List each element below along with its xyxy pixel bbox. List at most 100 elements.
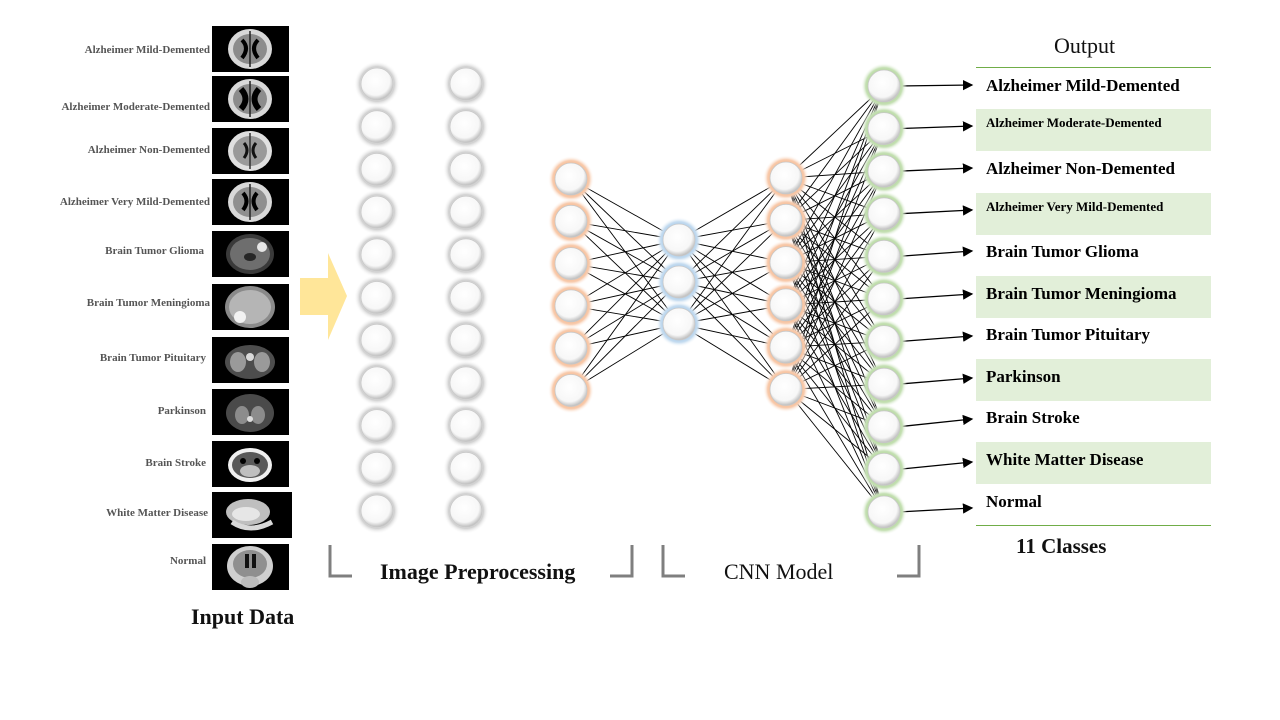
preprocessing-node: [443, 359, 489, 406]
output-bottom-rule: [976, 525, 1211, 526]
output-arrow: [897, 373, 974, 385]
output-arrow: [897, 503, 974, 514]
connection-line: [785, 389, 885, 513]
cnn-node-orange: [763, 155, 809, 201]
brain-mri-tumor-icon: [212, 231, 289, 277]
output-class-row: Alzheimer Non-Demented: [976, 151, 1211, 193]
preprocessing-node: [354, 359, 400, 406]
output-arrow: [897, 121, 974, 132]
brain-mri-axial-icon: [212, 389, 289, 435]
input-label: Brain Tumor Glioma: [105, 245, 204, 257]
output-class-label: Alzheimer Very Mild-Demented: [986, 199, 1164, 214]
preprocessing-label: Image Preprocessing: [380, 559, 576, 584]
output-class-row: Normal: [976, 484, 1211, 526]
connection-line: [785, 85, 885, 221]
input-label: Brain Tumor Meningioma: [86, 297, 210, 309]
output-class-row: Brain Tumor Pituitary: [976, 317, 1211, 359]
output-class-label: Alzheimer Mild-Demented: [986, 76, 1180, 95]
cnn-node-blue: [656, 259, 702, 305]
brain-mri-axial-icon: [212, 179, 289, 225]
output-class-label: Brain Stroke: [986, 408, 1080, 427]
cnn-node-orange: [548, 240, 594, 287]
brain-mri-axial-icon: [212, 76, 289, 122]
input-label: Alzheimer Mild-Demented: [84, 44, 210, 56]
cnn-node-orange: [548, 282, 594, 329]
input-data-title: Input Data: [191, 604, 295, 629]
output-arrow: [897, 246, 974, 258]
preprocessing-node: [443, 231, 489, 278]
preprocessing-node: [443, 317, 489, 364]
preprocessing-node: [443, 146, 489, 193]
cnn-node-blue: [656, 217, 702, 263]
input-label: Brain Tumor Pituitary: [99, 352, 206, 364]
output-class-row: White Matter Disease: [976, 442, 1211, 484]
input-label: Alzheimer Moderate-Demented: [61, 101, 210, 113]
brain-mri-axial-icon: [212, 26, 289, 72]
input-label: Alzheimer Non-Demented: [87, 144, 210, 156]
output-class-label: Brain Tumor Pituitary: [986, 325, 1151, 344]
output-node-green: [861, 276, 907, 322]
preprocessing-bracket-left: [328, 545, 352, 578]
output-node-green: [861, 361, 907, 408]
cnn-node-orange: [548, 367, 594, 414]
output-title: Output: [1054, 33, 1116, 58]
input-label: Brain Stroke: [145, 457, 206, 469]
preprocessing-node: [354, 445, 400, 492]
cnn-node-blue: [656, 301, 702, 347]
preprocessing-node: [443, 103, 489, 150]
brain-mri-tumor-icon: [212, 284, 289, 330]
cnn-node-orange: [548, 198, 594, 245]
brain-mri-sagittal-icon: [212, 492, 292, 538]
output-arrow: [897, 163, 974, 174]
input-label: Parkinson: [157, 405, 206, 417]
output-class-label: White Matter Disease: [986, 450, 1144, 469]
cnn-node-orange: [763, 366, 809, 413]
output-node-green: [861, 105, 907, 152]
cnn-node-orange: [763, 239, 809, 286]
cnn-node-orange: [763, 197, 809, 244]
preprocessing-node: [354, 189, 400, 236]
output-class-label: Normal: [986, 492, 1042, 511]
output-arrow: [897, 414, 974, 428]
output-node-green: [861, 190, 907, 237]
output-arrow: [897, 289, 974, 300]
output-node-green: [861, 63, 907, 109]
connection-line: [570, 239, 680, 349]
output-class-label: Brain Tumor Meningioma: [986, 284, 1177, 303]
cnn-bracket-left: [661, 545, 685, 578]
output-node-green: [861, 489, 907, 535]
output-node-green: [861, 403, 907, 450]
preprocessing-node: [354, 274, 400, 321]
classes-count-label: 11 Classes: [1016, 534, 1107, 558]
output-arrow: [897, 79, 974, 91]
input-label: Alzheimer Very Mild-Demented: [59, 196, 210, 208]
preprocessing-node: [354, 61, 400, 107]
preprocessing-node: [354, 488, 400, 534]
output-arrow: [897, 205, 974, 216]
preprocessing-node: [443, 189, 489, 236]
preprocessing-bracket-right: [610, 545, 634, 578]
output-class-label: Parkinson: [986, 367, 1061, 386]
connection-line: [678, 177, 787, 283]
connection-line: [678, 177, 787, 325]
brain-ct-icon: [212, 441, 289, 487]
preprocessing-node: [354, 317, 400, 364]
connection-line: [570, 239, 680, 391]
cnn-node-orange: [763, 324, 809, 371]
cnn-node-orange: [548, 325, 594, 372]
flow-arrow-icon: [300, 253, 347, 340]
preprocessing-node: [443, 61, 489, 107]
preprocessing-node: [443, 274, 489, 321]
output-class-row: Parkinson: [976, 359, 1211, 401]
output-class-label: Brain Tumor Glioma: [986, 242, 1139, 261]
preprocessing-node: [354, 231, 400, 278]
output-node-green: [861, 318, 907, 365]
preprocessing-node: [443, 488, 489, 534]
input-label: White Matter Disease: [106, 507, 208, 519]
cnn-model-label: CNN Model: [724, 559, 834, 584]
cnn-bracket-right: [897, 545, 921, 578]
preprocessing-node: [354, 103, 400, 150]
output-arrow: [897, 457, 974, 471]
